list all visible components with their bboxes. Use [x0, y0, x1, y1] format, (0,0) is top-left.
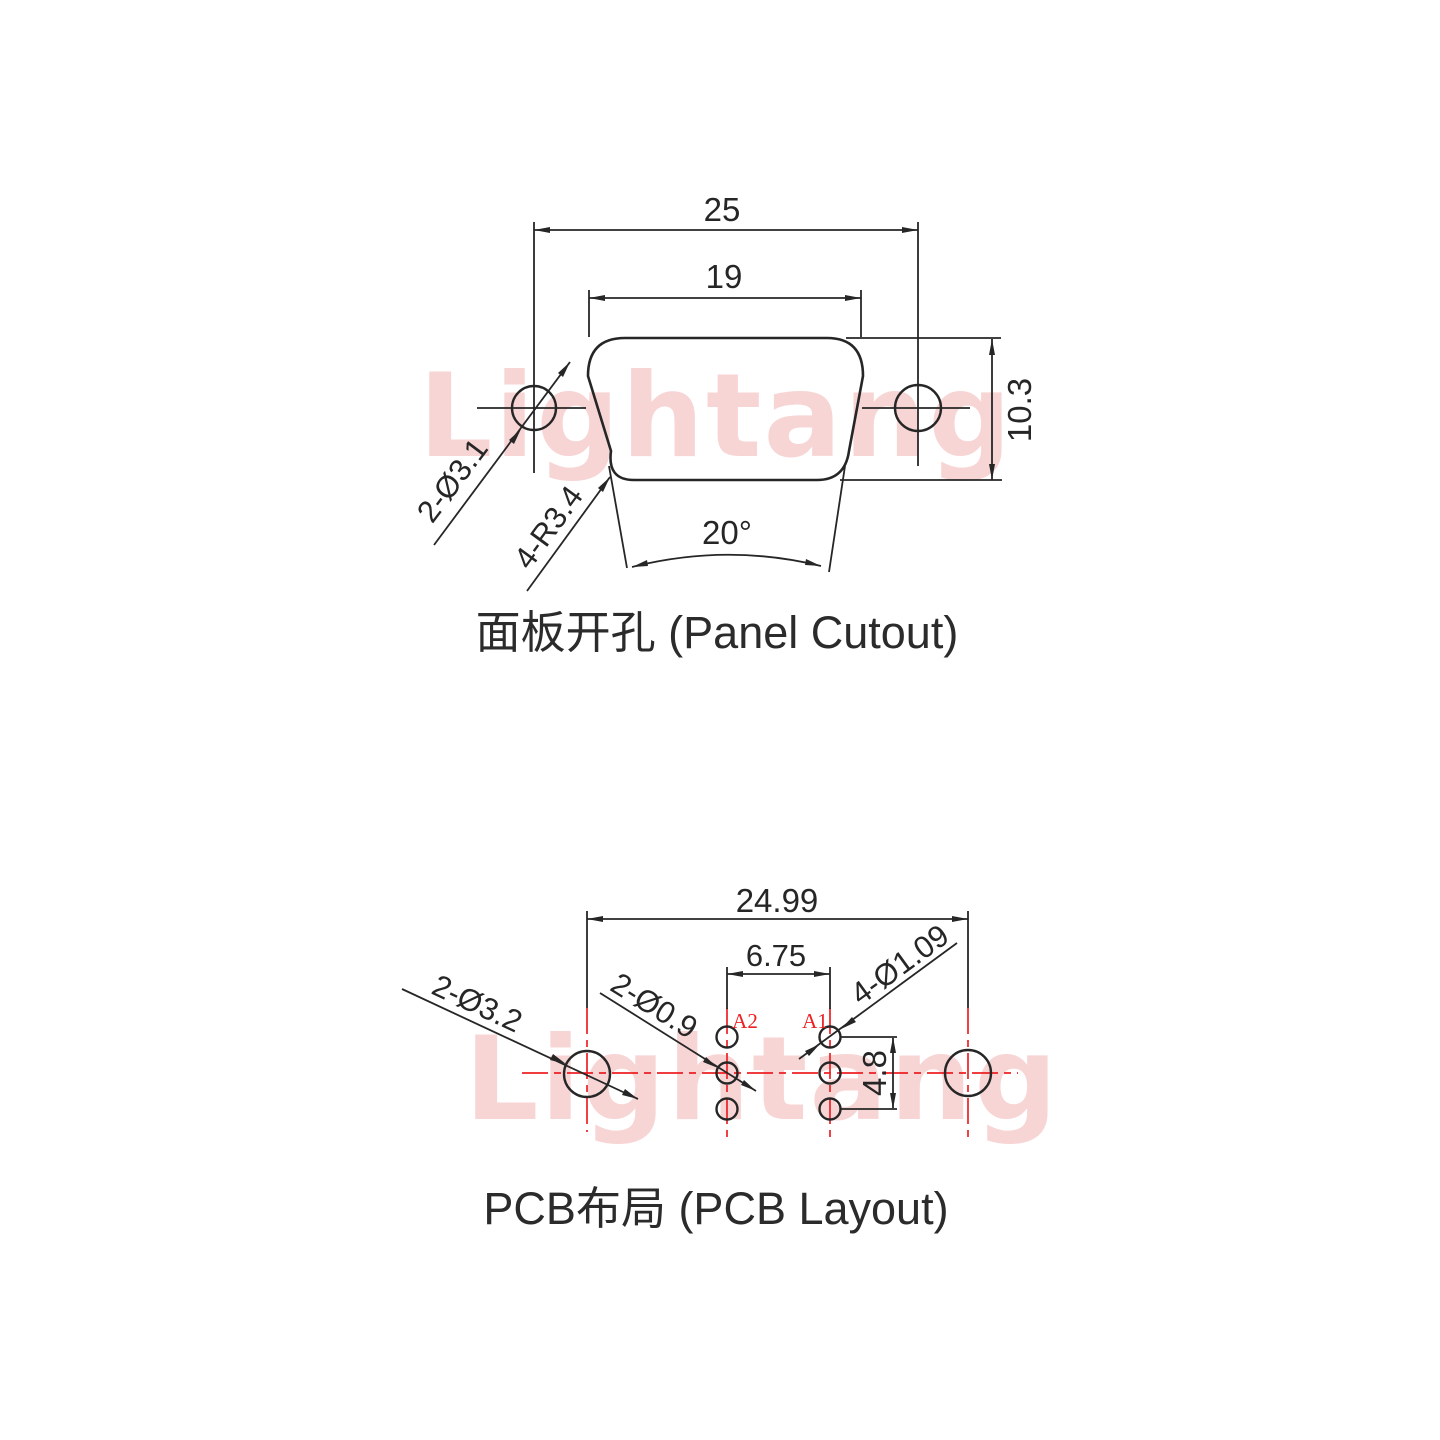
dim-25-arrow-left: [534, 227, 550, 233]
pin-hole-a2-row1: [715, 1025, 739, 1049]
label-corner-radius: 4-R3.4: [507, 476, 611, 592]
dim-19-text: 19: [706, 258, 743, 295]
pin-hole-a2-row2: [715, 1061, 739, 1085]
pcb-mount-hole-right: [943, 1048, 993, 1098]
pcb-layout-title: PCB布局 (PCB Layout): [483, 1183, 948, 1234]
leader-r3-4-line: [526, 476, 611, 592]
leader-1-09-line: [798, 942, 958, 1060]
pin-hole-a2-row3: [715, 1097, 739, 1121]
angle-construction-left: [608, 465, 628, 569]
panel-cutout-title: 面板开孔 (Panel Cutout): [476, 607, 959, 658]
dim-19-arrow-left: [589, 295, 605, 301]
angle-arc-arrow-left: [632, 560, 648, 567]
angle-construction-right: [828, 465, 846, 573]
dim-4-8-arrow-bottom: [890, 1093, 896, 1109]
leader-3-2-line: [401, 988, 639, 1100]
dim-6-75-text: 6.75: [746, 938, 806, 973]
dim-4-8-text: 4.8: [856, 1050, 893, 1096]
dim-24-99-arrow-right: [952, 916, 968, 922]
dim-6-75-arrow-right: [814, 971, 830, 977]
leader-0-9-line: [599, 992, 757, 1092]
dim-20deg-text: 20°: [702, 514, 752, 551]
dim-side-angle-20: 20°: [608, 465, 846, 573]
leader-3-1-arrow-near: [509, 429, 521, 444]
dim-pin-pitch-6-75: 6.75: [726, 938, 831, 1009]
leader-3-2-arrow-near: [550, 1054, 566, 1064]
dim-opening-height-10-3: 10.3: [840, 337, 1038, 481]
pin-label-a2: A2: [732, 1009, 758, 1033]
dim-row-height-4-8: 4.8: [840, 1036, 897, 1110]
leader-0-9-arrow-far: [741, 1080, 756, 1091]
dim-24-99-arrow-left: [587, 916, 603, 922]
dim-10-3-arrow-top: [989, 339, 995, 355]
dsub-cutout-outline: [586, 336, 865, 482]
watermark-top: Lightang: [419, 349, 1014, 484]
dim-6-75-arrow-left: [727, 971, 743, 977]
angle-arc: [631, 553, 822, 568]
dim-4-8-arrow-top: [890, 1037, 896, 1053]
pcb-mount-hole-left: [562, 1049, 612, 1099]
dim-opening-width-19: 19: [588, 258, 862, 337]
dim-24-99-text: 24.99: [736, 882, 819, 919]
dim-25-arrow-right: [902, 227, 918, 233]
pin-label-a1: A1: [802, 1009, 828, 1033]
leader-3-1-line: [433, 361, 571, 546]
dim-19-arrow-right: [845, 295, 861, 301]
pin-hole-a1-row2: [818, 1061, 842, 1085]
angle-arc-arrow-right: [805, 559, 821, 566]
dim-10-3-text: 10.3: [1001, 378, 1038, 442]
leader-1-09-text: 4-Ø1.09: [844, 918, 955, 1012]
dim-10-3-arrow-bottom: [989, 464, 995, 480]
dim-outer-width-25: 25: [533, 191, 919, 473]
leader-r3-4-arrow: [598, 477, 610, 492]
leader-1-09-arrow-near: [841, 1017, 856, 1029]
dim-25-text: 25: [704, 191, 741, 228]
leader-0-9-arrow-near: [703, 1057, 718, 1068]
leader-3-1-arrow-far: [558, 362, 570, 377]
leader-3-2-arrow-far: [622, 1089, 638, 1099]
dim-mount-span-24-99: 24.99: [586, 882, 969, 1008]
leader-1-09-arrow-far: [805, 1044, 820, 1056]
watermark-bottom: Lightang: [465, 1012, 1060, 1147]
